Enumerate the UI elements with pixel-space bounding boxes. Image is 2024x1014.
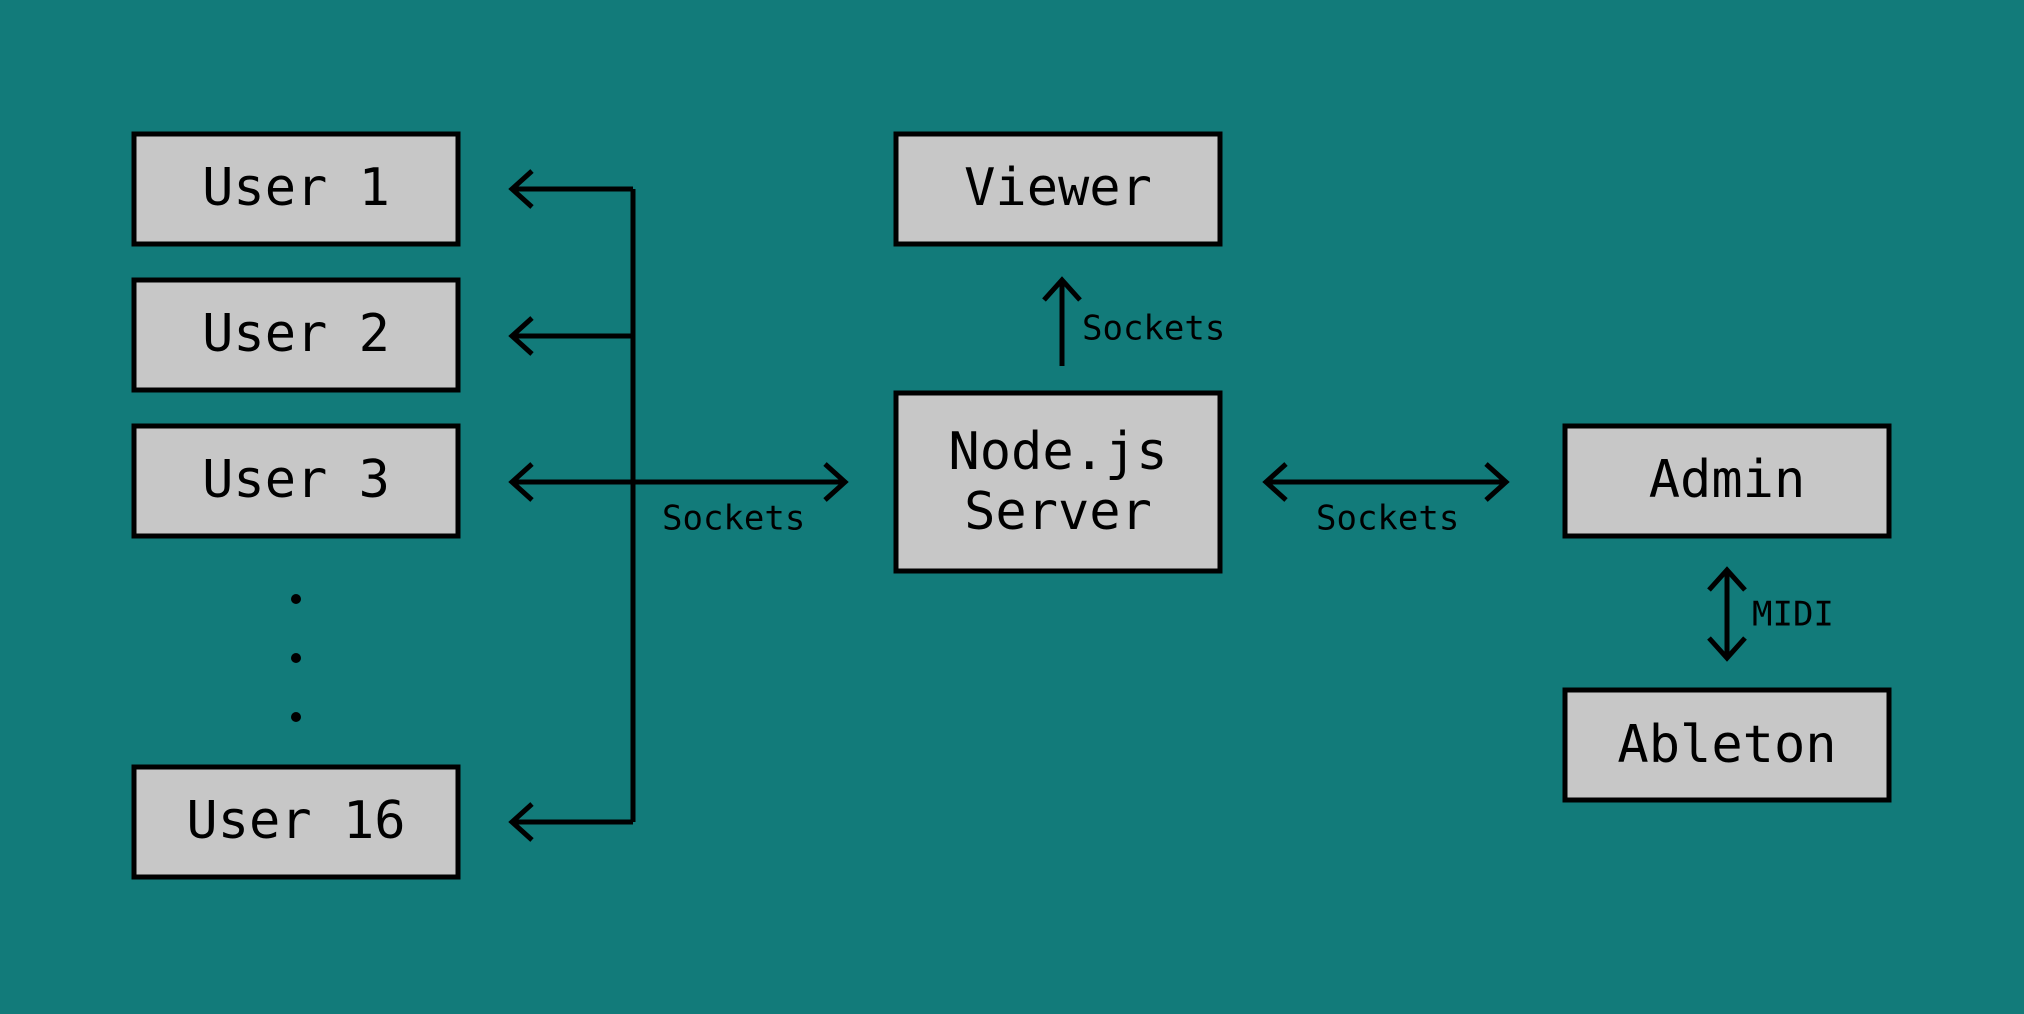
ellipsis-dot	[291, 712, 301, 722]
node-server: Node.js Server	[893, 390, 1223, 574]
arrowhead-user-3	[508, 462, 534, 502]
node-server-label-line2: Server	[964, 482, 1152, 542]
ellipsis-dot	[291, 594, 301, 604]
arrowhead-admin	[1484, 462, 1510, 502]
node-user-2-label: User 2	[202, 304, 390, 364]
arrowhead-user-1	[508, 169, 534, 209]
node-viewer: Viewer	[893, 131, 1223, 247]
node-ableton-label: Ableton	[1617, 715, 1836, 775]
node-user-3-label: User 3	[202, 450, 390, 510]
edge-server-admin	[1262, 462, 1510, 502]
node-user-16: User 16	[131, 764, 461, 880]
node-admin-label: Admin	[1649, 450, 1806, 510]
edge-label-server-viewer: Sockets	[1082, 309, 1225, 349]
ellipsis-dot	[291, 653, 301, 663]
node-user-3: User 3	[131, 423, 461, 539]
edge-label-users-server: Sockets	[662, 499, 805, 539]
arrowhead-user-2	[508, 316, 534, 356]
arrowhead-ableton-down	[1707, 636, 1747, 662]
node-admin: Admin	[1562, 423, 1892, 539]
node-viewer-label: Viewer	[964, 158, 1152, 218]
edge-admin-ableton	[1707, 566, 1747, 662]
node-user-1: User 1	[131, 131, 461, 247]
edge-label-server-admin: Sockets	[1316, 499, 1459, 539]
arrowhead-viewer	[1042, 276, 1082, 302]
arrowhead-user-16	[508, 802, 534, 842]
node-user-1-label: User 1	[202, 158, 390, 218]
arrowhead-server-left	[823, 462, 849, 502]
arrowhead-server-right	[1262, 462, 1288, 502]
arrowhead-admin-up	[1707, 566, 1747, 592]
ellipsis-dots	[291, 594, 301, 722]
node-user-16-label: User 16	[186, 791, 405, 851]
edge-server-viewer	[1042, 276, 1082, 366]
node-ableton: Ableton	[1562, 687, 1892, 803]
edge-label-admin-ableton: MIDI	[1752, 595, 1834, 635]
node-user-2: User 2	[131, 277, 461, 393]
node-server-label-line1: Node.js	[948, 422, 1167, 482]
user-bus-connector	[508, 169, 849, 842]
